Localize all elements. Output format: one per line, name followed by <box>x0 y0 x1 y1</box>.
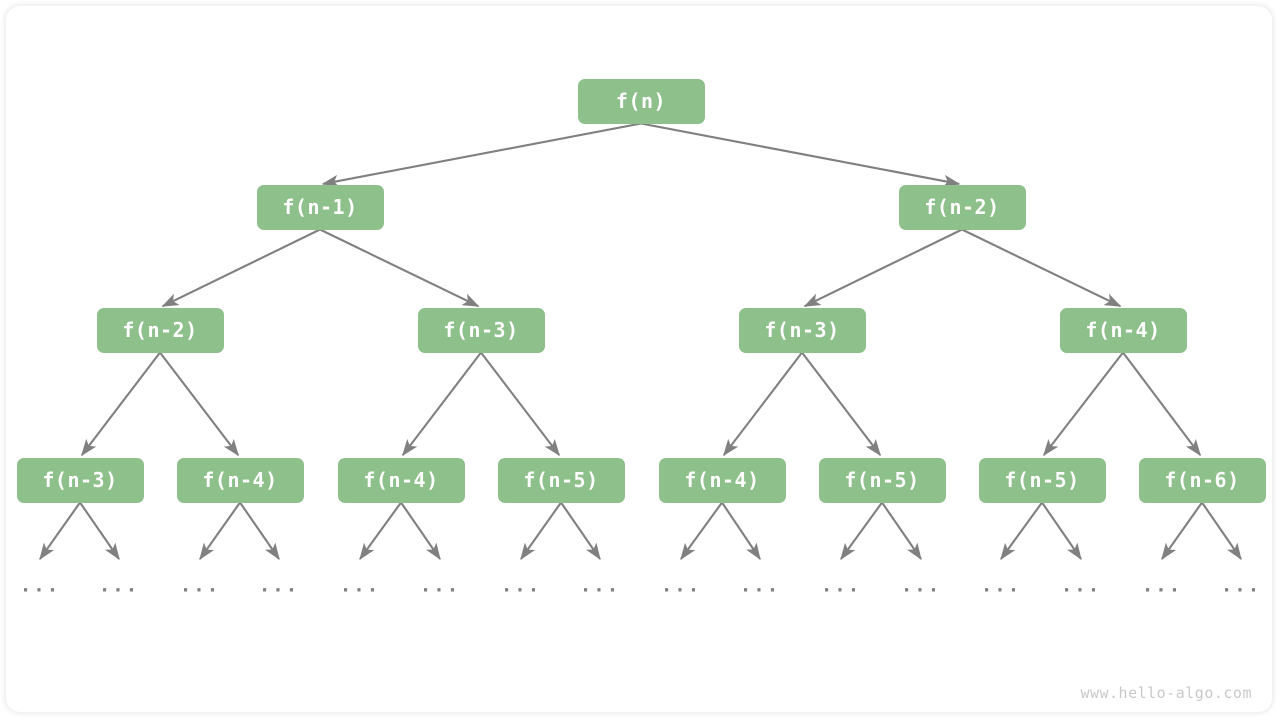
ellipsis-marker: ... <box>1141 574 1183 597</box>
tree-node-n3: f(n-2) <box>96 307 224 353</box>
ellipsis-marker: ... <box>19 574 61 597</box>
tree-node-n2: f(n-2) <box>898 184 1026 230</box>
ellipsis-marker: ... <box>900 574 942 597</box>
ellipsis-marker: ... <box>179 574 221 597</box>
ellipsis-marker: ... <box>98 574 140 597</box>
tree-node-n4: f(n-3) <box>417 307 545 353</box>
tree-node-n8: f(n-4) <box>176 457 304 503</box>
ellipsis-marker: ... <box>980 574 1022 597</box>
tree-node-label: f(n-5) <box>523 468 599 492</box>
ellipsis-marker: ... <box>660 574 702 597</box>
tree-node-n14: f(n-6) <box>1138 457 1266 503</box>
tree-node-n7: f(n-3) <box>16 457 144 503</box>
ellipsis-marker: ... <box>500 574 542 597</box>
ellipsis-marker: ... <box>258 574 300 597</box>
tree-node-label: f(n-4) <box>202 468 278 492</box>
ellipsis-marker: ... <box>739 574 781 597</box>
ellipsis-marker: ... <box>820 574 862 597</box>
tree-node-label: f(n-3) <box>764 318 840 342</box>
tree-node-label: f(n) <box>615 89 667 113</box>
ellipsis-marker: ... <box>1060 574 1102 597</box>
tree-node-label: f(n-6) <box>1164 468 1240 492</box>
tree-node-n0: f(n) <box>577 78 705 124</box>
tree-node-label: f(n-2) <box>924 195 1000 219</box>
ellipsis-marker: ... <box>1220 574 1262 597</box>
tree-node-n10: f(n-5) <box>497 457 625 503</box>
tree-node-n1: f(n-1) <box>256 184 384 230</box>
tree-node-n11: f(n-4) <box>658 457 786 503</box>
tree-node-label: f(n-2) <box>122 318 198 342</box>
tree-node-label: f(n-5) <box>844 468 920 492</box>
tree-node-n9: f(n-4) <box>337 457 465 503</box>
tree-node-n5: f(n-3) <box>738 307 866 353</box>
tree-node-n6: f(n-4) <box>1059 307 1187 353</box>
ellipsis-marker: ... <box>579 574 621 597</box>
tree-node-label: f(n-4) <box>1085 318 1161 342</box>
ellipsis-marker: ... <box>339 574 381 597</box>
watermark: www.hello-algo.com <box>1080 684 1252 702</box>
tree-node-label: f(n-3) <box>443 318 519 342</box>
tree-node-label: f(n-4) <box>684 468 760 492</box>
tree-node-n12: f(n-5) <box>818 457 946 503</box>
tree-node-label: f(n-4) <box>363 468 439 492</box>
tree-node-n13: f(n-5) <box>978 457 1106 503</box>
tree-node-label: f(n-5) <box>1004 468 1080 492</box>
tree-node-label: f(n-3) <box>42 468 118 492</box>
tree-node-label: f(n-1) <box>282 195 358 219</box>
ellipsis-marker: ... <box>419 574 461 597</box>
